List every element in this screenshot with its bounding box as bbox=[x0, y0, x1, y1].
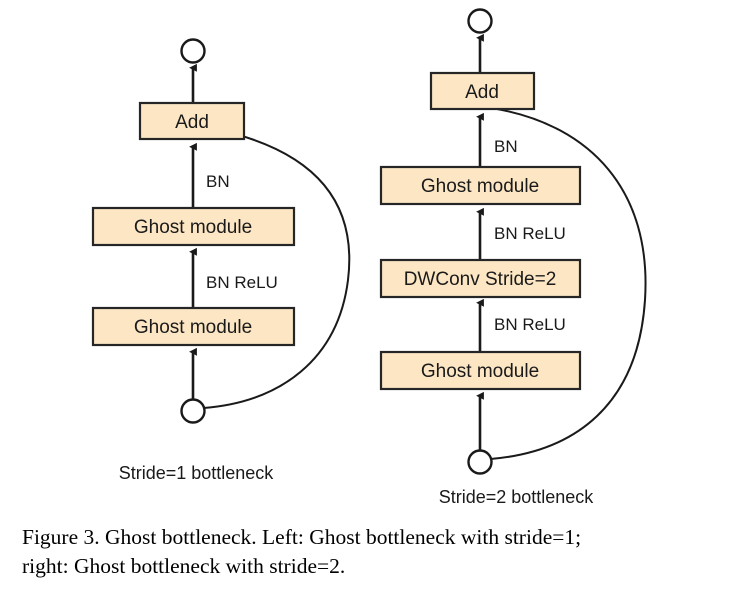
box-add-right[interactable] bbox=[429, 71, 536, 111]
edge-label-bn-left: BN bbox=[206, 172, 230, 191]
edge-label-bn-right: BN bbox=[494, 137, 518, 156]
box-ghost-module-upper-left[interactable] bbox=[91, 206, 296, 247]
diagram-stride1: Add BN Ghost module BN ReLU Ghost module… bbox=[91, 38, 351, 483]
input-circle-left bbox=[180, 398, 206, 424]
figure-canvas: Add BN Ghost module BN ReLU Ghost module… bbox=[91, 8, 647, 507]
box-ghost-module-upper-left-label: Ghost module bbox=[134, 217, 252, 238]
diagram-stride2: Add BN Ghost module BN ReLU DWConv Strid… bbox=[379, 8, 647, 507]
caption-stride2: Stride=2 bottleneck bbox=[439, 487, 595, 507]
skip-connection-curve-left bbox=[203, 127, 351, 409]
edge-label-bn-relu-left: BN ReLU bbox=[206, 273, 278, 292]
box-add-left[interactable] bbox=[138, 101, 246, 141]
box-ghost-module-upper-right[interactable] bbox=[379, 165, 582, 206]
caption-stride1: Stride=1 bottleneck bbox=[119, 463, 275, 483]
skip-connection-curve-right bbox=[490, 108, 647, 460]
box-add-right-label: Add bbox=[465, 82, 499, 103]
input-circle-right bbox=[467, 449, 493, 475]
box-ghost-module-lower-left[interactable] bbox=[91, 306, 296, 347]
box-dwconv-right[interactable] bbox=[379, 258, 582, 299]
figure-caption: Figure 3. Ghost bottleneck. Left: Ghost … bbox=[22, 523, 712, 581]
box-dwconv-right-label: DWConv Stride=2 bbox=[404, 269, 557, 290]
edge-label-bn-relu-upper-right: BN ReLU bbox=[494, 224, 566, 243]
figure-caption-line-2: right: Ghost bottleneck with stride=2. bbox=[22, 554, 346, 579]
figure-caption-line-1: Figure 3. Ghost bottleneck. Left: Ghost … bbox=[22, 525, 582, 549]
edge-label-bn-relu-lower-right: BN ReLU bbox=[494, 315, 566, 334]
box-ghost-module-lower-right-label: Ghost module bbox=[421, 361, 539, 382]
output-circle-left bbox=[180, 38, 206, 64]
box-ghost-module-upper-right-label: Ghost module bbox=[421, 176, 539, 197]
box-ghost-module-lower-left-label: Ghost module bbox=[134, 317, 252, 338]
box-ghost-module-lower-right[interactable] bbox=[379, 350, 582, 391]
box-add-left-label: Add bbox=[175, 112, 209, 133]
output-circle-right bbox=[467, 8, 493, 34]
